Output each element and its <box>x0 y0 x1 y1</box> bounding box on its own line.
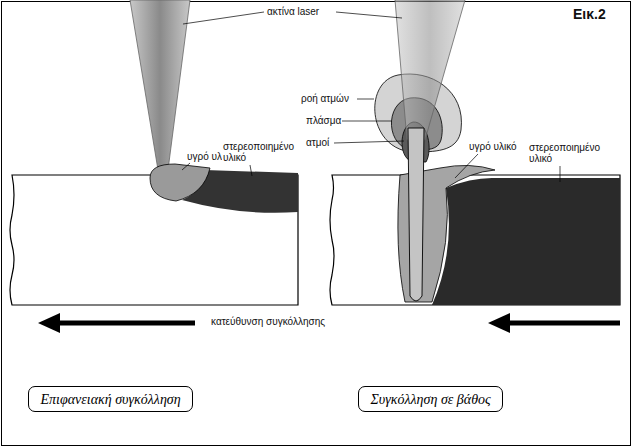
solidified-material <box>432 178 620 305</box>
direction-arrow <box>488 313 620 333</box>
part-label: στερεοποιημένο υλικό <box>222 141 304 163</box>
caption-box: Συγκόλληση σε βάθος <box>358 386 503 412</box>
molten-pool <box>150 164 210 201</box>
workpiece <box>330 175 620 305</box>
part-label: ατμοί <box>305 137 330 148</box>
caption-box: Επιφανειακή συγκόλληση <box>28 386 193 412</box>
leader-lines <box>182 12 560 182</box>
keyhole <box>408 128 424 301</box>
laser-beam <box>130 0 190 170</box>
part-label: υγρό υλικό <box>468 141 518 152</box>
beam-label: ακτίνα laser <box>266 6 320 17</box>
laser-beam <box>395 0 465 140</box>
part-label: πλάσμα <box>305 115 342 126</box>
part-label: ροή ατμών <box>300 93 350 104</box>
part-label: στερεοποιημένο υλικό <box>528 142 620 164</box>
figure-number: Εικ.2 <box>572 6 607 22</box>
caption-text: Επιφανειακή συγκόλληση <box>41 392 180 408</box>
direction-arrow <box>38 313 195 333</box>
direction-label: κατεύθυνση συγκόλλησης <box>210 316 326 327</box>
caption-text: Συγκόλληση σε βάθος <box>371 392 490 408</box>
